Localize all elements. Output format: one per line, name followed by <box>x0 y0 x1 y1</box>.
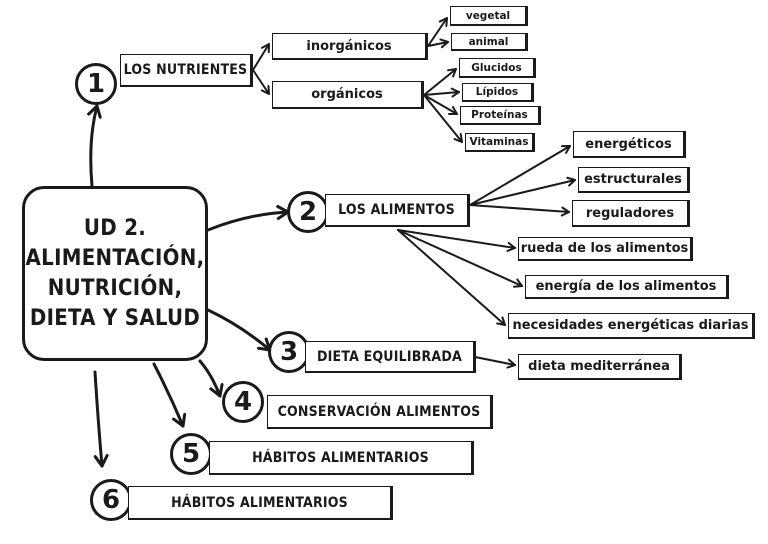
group-inorganicos: inorgánicos <box>272 33 428 60</box>
section-6-title: HÁBITOS ALIMENTARIOS <box>128 486 393 520</box>
central-topic: UD 2. ALIMENTACIÓN, NUTRICIÓN, DIETA Y S… <box>22 186 208 361</box>
central-topic-line-1: UD 2. <box>83 215 147 241</box>
type-reguladores: reguladores <box>572 200 690 227</box>
section-2-number: 2 <box>287 191 329 233</box>
section-6-number: 6 <box>90 479 132 521</box>
section-3-number: 3 <box>268 331 310 373</box>
item-glucidos: Glucidos <box>459 58 536 78</box>
section-3-title: DIETA EQUILIBRADA <box>305 341 476 373</box>
section-1-number: 1 <box>75 63 117 105</box>
type-estructurales: estructurales <box>578 167 690 193</box>
type-energeticos: energéticos <box>573 131 686 158</box>
central-topic-line-4: DIETA Y SALUD <box>29 305 201 331</box>
item-lipidos: Lípidos <box>462 83 534 102</box>
section-5-number: 5 <box>170 433 212 475</box>
item-proteinas: Proteínas <box>460 106 541 125</box>
section-5-title: HÁBITOS ALIMENTARIOS <box>209 441 474 475</box>
dieta-mediterranea: dieta mediterránea <box>518 354 682 380</box>
item-vegetal: vegetal <box>450 6 528 26</box>
topic-necesidades: necesidades energéticas diarias <box>508 313 755 339</box>
section-4-title: CONSERVACIÓN ALIMENTOS <box>267 395 493 429</box>
group-organicos: orgánicos <box>272 81 424 109</box>
central-topic-line-3: NUTRICIÓN, <box>47 275 183 301</box>
central-topic-line-2: ALIMENTACIÓN, <box>25 245 205 271</box>
item-animal: animal <box>451 33 528 51</box>
item-vitaminas: Vitaminas <box>465 133 535 152</box>
topic-energia: energía de los alimentos <box>525 275 729 299</box>
section-4-number: 4 <box>222 381 264 423</box>
section-1-title: LOS NUTRIENTES <box>120 54 253 87</box>
topic-rueda: rueda de los alimentos <box>518 237 693 261</box>
section-2-title: LOS ALIMENTOS <box>325 194 470 227</box>
